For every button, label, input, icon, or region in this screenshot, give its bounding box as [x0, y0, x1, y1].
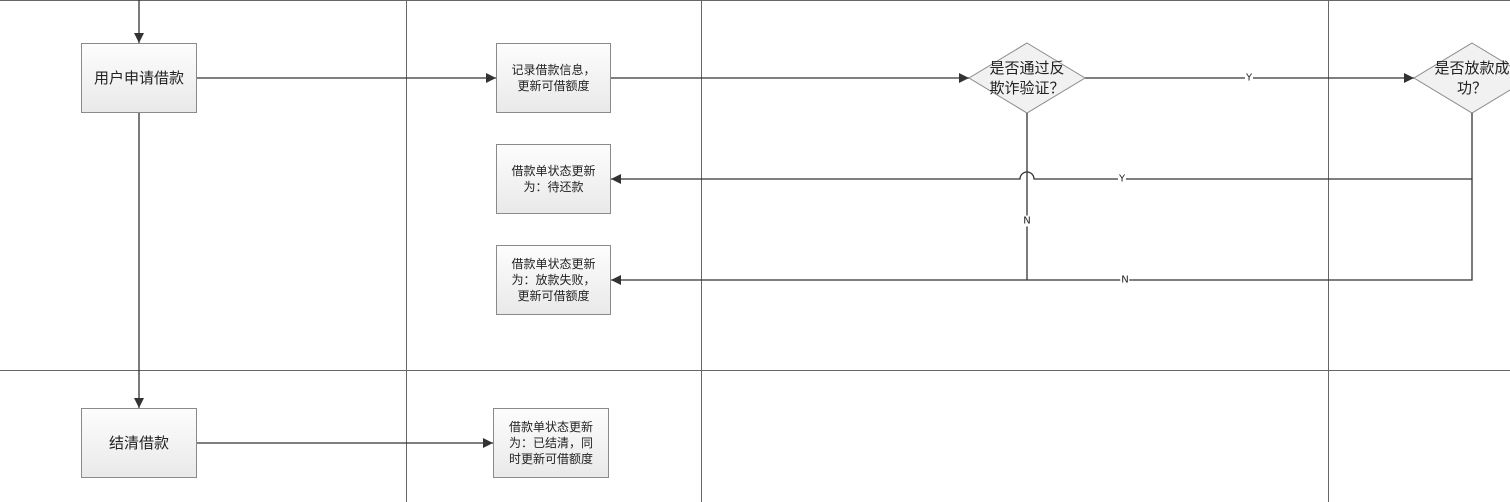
status-pending-box: 借款单状态更新 为：待还款: [496, 144, 611, 214]
edge-label-antifraud-no: N: [1022, 215, 1032, 227]
apply-loan-box: 用户申请借款: [81, 43, 197, 113]
anti-fraud-decision-label: 是否通过反 欺诈验证？: [989, 59, 1065, 97]
arrow-disburse-yes: [611, 113, 1473, 184]
disburse-decision-label: 是否放款成 功？: [1434, 59, 1510, 97]
status-settled-box: 借款单状态更新 为：已结清，同 时更新可借额度: [493, 408, 609, 478]
record-info-box: 记录借款信息， 更新可借额度: [496, 43, 611, 113]
settle-loan-box: 结清借款: [81, 408, 197, 478]
arrow-disburse-no: [611, 179, 1473, 285]
status-failed-box: 借款单状态更新 为：放款失败， 更新可借额度: [496, 245, 611, 315]
edge-label-disburse-yes: Y: [1117, 173, 1127, 185]
edge-label-antifraud-yes: Y: [1244, 72, 1254, 84]
edge-label-disburse-no: N: [1120, 274, 1130, 286]
